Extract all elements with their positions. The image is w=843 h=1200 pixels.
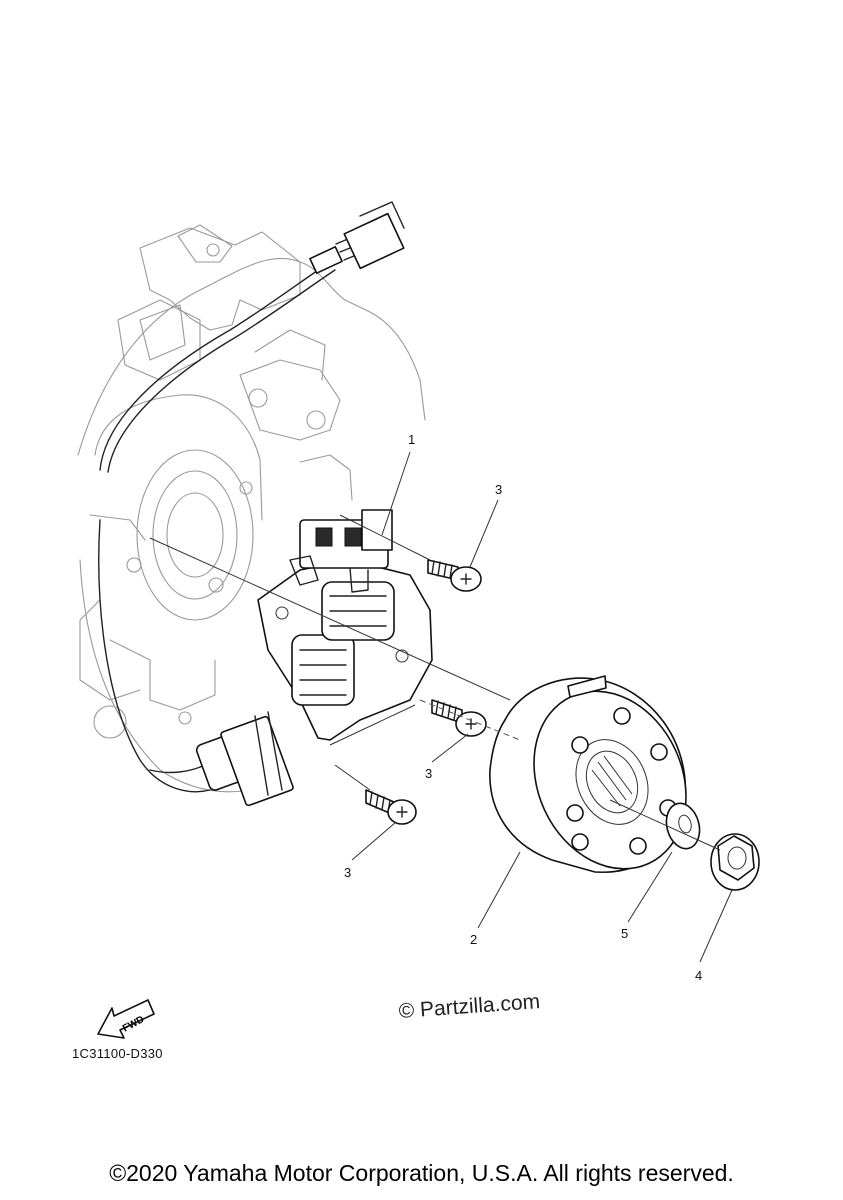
callout-2: 2 xyxy=(470,932,477,947)
screw-middle xyxy=(431,699,487,737)
reference-code: 1C31100-D330 xyxy=(72,1046,163,1061)
callout-3-upper: 3 xyxy=(495,482,502,497)
leader-lines xyxy=(351,451,733,963)
callout-4: 4 xyxy=(695,968,702,983)
copyright-notice: ©2020 Yamaha Motor Corporation, U.S.A. A… xyxy=(109,1160,734,1186)
wire-harness xyxy=(98,201,405,793)
callout-5: 5 xyxy=(621,926,628,941)
crankcase-outline xyxy=(77,224,426,793)
callout-1: 1 xyxy=(408,432,415,447)
rotor-flywheel xyxy=(489,675,687,873)
flange-nut xyxy=(710,833,760,891)
fwd-arrow-icon: FWD xyxy=(97,999,155,1039)
screw-lower xyxy=(365,789,417,825)
assembly-lines xyxy=(149,514,721,851)
callout-3-middle: 3 xyxy=(425,766,432,781)
callout-3-lower: 3 xyxy=(344,865,351,880)
wire-coupler xyxy=(149,711,294,807)
stator-assembly xyxy=(257,509,433,741)
screw-upper xyxy=(427,559,482,592)
